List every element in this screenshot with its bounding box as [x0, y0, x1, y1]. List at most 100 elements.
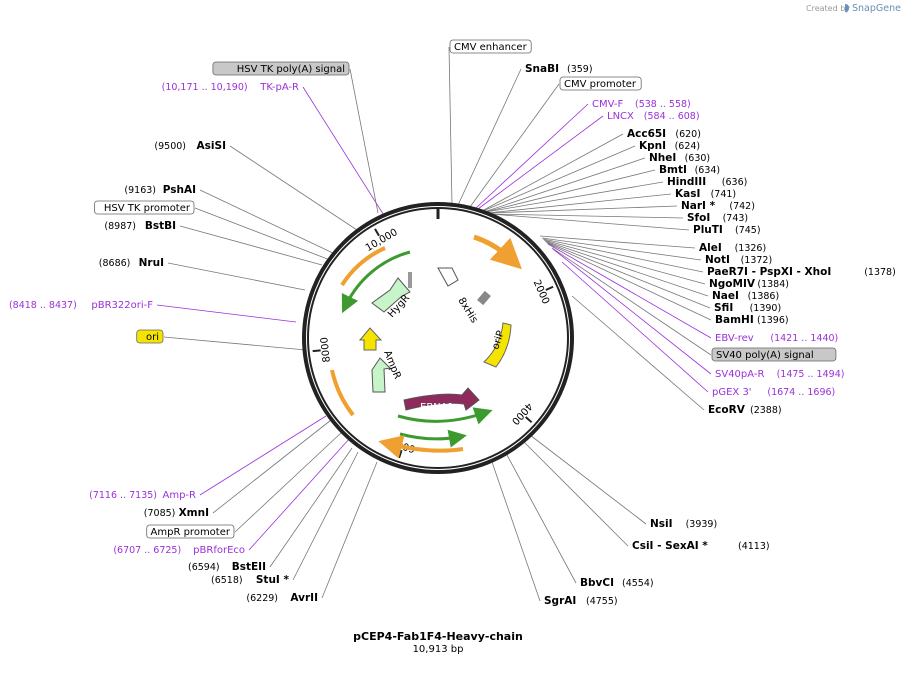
label-ebv-rev: EBV-rev(1421 .. 1440) [715, 333, 838, 344]
leader-line [475, 103, 589, 209]
leader-line [234, 431, 343, 533]
leader-line [529, 434, 647, 525]
enzyme-position: (3939) [686, 519, 718, 530]
leader-line [194, 207, 331, 261]
leader-line [321, 461, 378, 599]
enzyme-position: (7085) [144, 508, 176, 519]
label-sv40-polya: SV40 poly(A) signal [711, 347, 837, 362]
leader-line [490, 213, 690, 231]
leader-line [545, 241, 711, 309]
label-nrui: NruI(8686) [99, 257, 164, 269]
enzyme-position: (1326) [735, 243, 767, 254]
hsv-tk-polya-feature [408, 272, 412, 288]
label-hsv-tk-polya: HSV TK poly(A) signal [212, 61, 350, 76]
backbone-inner-ring [307, 207, 569, 469]
enzyme-position: (742) [729, 201, 755, 212]
label-nhei: NheI(630) [649, 152, 710, 164]
enzyme-name: NarI * [681, 200, 716, 212]
enzyme-name: AsiSI [197, 140, 226, 152]
label-sgrai: SgrAI (4755) [544, 595, 618, 607]
primer-position: (584 .. 608) [644, 111, 700, 122]
leader-line [543, 239, 706, 285]
leader-line [541, 237, 702, 261]
scale-tick-mark [312, 349, 321, 353]
enzyme-position: (624) [675, 141, 701, 152]
enzyme-position: (8987) [104, 221, 136, 232]
leader-line [156, 304, 297, 323]
label-tk-pa-r: TK-pA-R(10,171 .. 10,190) [162, 82, 299, 93]
leader-line [163, 336, 307, 351]
leader-lines [156, 46, 712, 602]
snapgene-logo-icon [845, 4, 849, 12]
leader-line [489, 213, 684, 219]
primer-name: Amp-R [163, 490, 197, 501]
leader-line [539, 235, 696, 249]
feature-box [146, 524, 235, 539]
plasmid-name: pCEP4-Fab1F4-Heavy-chain [353, 630, 523, 643]
label-bbvci: BbvCI(4554) [580, 577, 654, 589]
leader-line [477, 115, 604, 210]
leader-line [547, 243, 712, 339]
primer-name: CMV-F [592, 99, 623, 110]
enzyme-position: (1384) [757, 279, 789, 290]
enzyme-name: SfiI [714, 302, 733, 314]
enzyme-name: BstEII [232, 561, 266, 573]
label-sfoi: SfoI(743) [687, 212, 748, 224]
enzyme-position: (745) [735, 225, 761, 236]
enzyme-position: (4755) [586, 596, 618, 607]
primer-name: pBRforEco [193, 545, 245, 556]
primer-position: (7116 .. 7135) [89, 490, 157, 501]
orip-feature [483, 322, 512, 368]
primer-position: (8418 .. 8437) [9, 300, 77, 311]
enzyme-position: (1378) [864, 267, 896, 278]
leader-line [469, 83, 560, 208]
leader-line [229, 145, 361, 233]
enzyme-name: Acc65I [627, 128, 666, 140]
leader-line [199, 189, 336, 255]
backbone-outer-ring [302, 202, 574, 474]
orange-arrow-left [330, 369, 355, 417]
label-naei: NaeI(1386) [712, 290, 779, 302]
feature-box-text: SV40 poly(A) signal [716, 350, 814, 361]
enzyme-name: PaeR7I - PspXI - XhoI [707, 266, 831, 278]
leader-line [302, 86, 386, 218]
leader-line [484, 169, 656, 213]
enzyme-position: (620) [675, 129, 701, 140]
leader-line [457, 68, 522, 206]
enzyme-position: (1390) [750, 303, 782, 314]
enzyme-position: (741) [711, 189, 737, 200]
his-tag-feature [477, 290, 491, 306]
enzyme-position: (1386) [748, 291, 780, 302]
label-bmti: BmtI(634) [659, 164, 720, 176]
label-asisi: AsiSI(9500) [154, 140, 226, 152]
credit-text: Created by [806, 4, 850, 13]
credit-brand: SnapGene [852, 3, 901, 14]
label-kasi: KasI(741) [675, 188, 736, 200]
enzyme-name: NruI [139, 257, 164, 269]
primer-name: pGEX 3' [712, 387, 752, 398]
enzyme-name: PluTI [693, 224, 723, 236]
enzyme-position: (2388) [750, 405, 782, 416]
enzyme-name: AvrII [290, 592, 318, 604]
label-hindiii: HindIII(636) [667, 176, 747, 188]
enzyme-name: SnaBI [525, 63, 559, 75]
enzyme-name: SgrAI [544, 595, 576, 607]
scale-tick-label: 8000 [319, 337, 333, 363]
label-pshai: PshAI(9163) [124, 184, 196, 196]
label-paer7i: PaeR7I - PspXI - XhoI (1378) [707, 266, 896, 278]
primer-name: SV40pA-R [715, 369, 764, 380]
leader-line [269, 447, 353, 568]
leader-line [482, 145, 636, 212]
scale-tick-mark [525, 416, 533, 424]
label-alei: AleI(1326) [699, 242, 766, 254]
enzyme-name: BamHI [715, 314, 754, 326]
feature-box-text: CMV promoter [564, 79, 637, 90]
label-nari: NarI * (742) [681, 200, 755, 212]
primer-name: EBV-rev [715, 333, 754, 344]
scale-tick-mark [374, 228, 380, 237]
label-sv40pa-r: SV40pA-R(1475 .. 1494) [715, 369, 844, 380]
enzyme-name: PshAI [163, 184, 196, 196]
enzyme-name: SfoI [687, 212, 710, 224]
